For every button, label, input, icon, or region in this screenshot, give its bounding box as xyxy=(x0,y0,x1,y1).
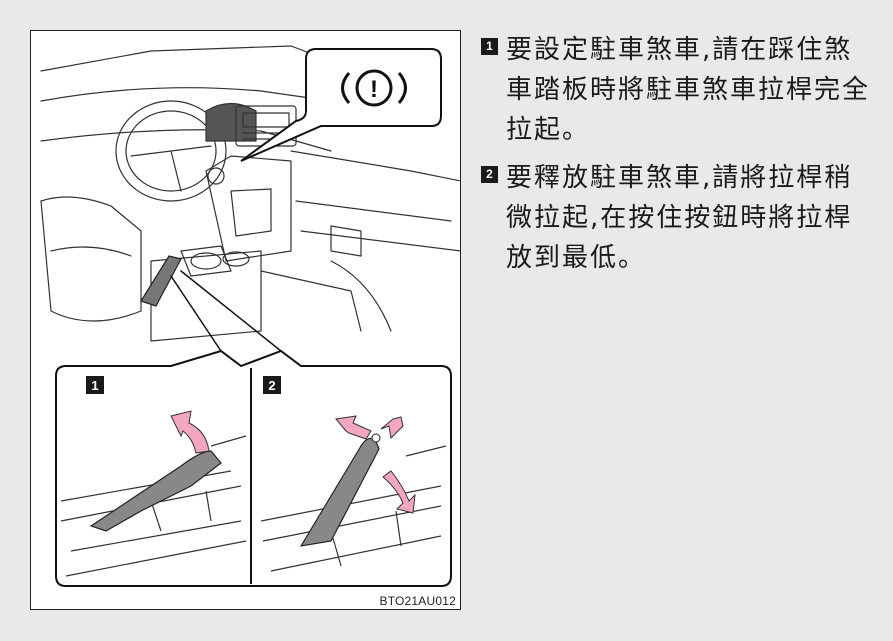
panel-1-badge xyxy=(86,376,104,394)
driver-seat xyxy=(40,196,142,322)
step-2: 2 要釋放駐車煞車,請將拉桿稍微拉起,在按住按鈕時將拉桿放到最低。 xyxy=(481,158,871,278)
pull-up-arrow xyxy=(170,410,210,454)
step-1-text: 要設定駐車煞車,請在踩住煞車踏板時將駐車煞車拉桿完全拉起。 xyxy=(506,35,871,145)
brake-warning-icon: ! xyxy=(370,76,378,103)
detail-panel xyxy=(55,349,452,587)
panel-1-label: 1 xyxy=(91,378,98,393)
lower-arrow xyxy=(382,470,416,514)
figure-code: BTO21AU012 xyxy=(379,594,456,608)
panel-2-label: 2 xyxy=(268,378,275,393)
panel-2-lever xyxy=(299,437,380,547)
press-button-arrow xyxy=(380,416,404,440)
steering-wheel xyxy=(115,100,227,202)
step-1-number: 1 xyxy=(481,38,498,55)
lift-arrow xyxy=(335,415,372,440)
illustration-drawing: ! 1 2 xyxy=(40,45,460,587)
instruction-steps: 1 要設定駐車煞車,請在踩住煞車踏板時將駐車煞車拉桿完全拉起。 2 要釋放駐車煞… xyxy=(481,30,871,286)
step-2-number: 2 xyxy=(481,166,498,183)
parking-brake-illustration: ! 1 2 BTO21AU012 xyxy=(30,30,461,610)
warning-callout: ! xyxy=(240,48,442,162)
panel-2-badge xyxy=(263,376,281,394)
step-2-text: 要釋放駐車煞車,請將拉桿稍微拉起,在按住按鈕時將拉桿放到最低。 xyxy=(506,163,853,273)
step-1: 1 要設定駐車煞車,請在踩住煞車踏板時將駐車煞車拉桿完全拉起。 xyxy=(481,30,871,150)
release-button xyxy=(371,433,381,443)
windshield-edge xyxy=(40,45,332,72)
overview-lever xyxy=(140,255,182,307)
